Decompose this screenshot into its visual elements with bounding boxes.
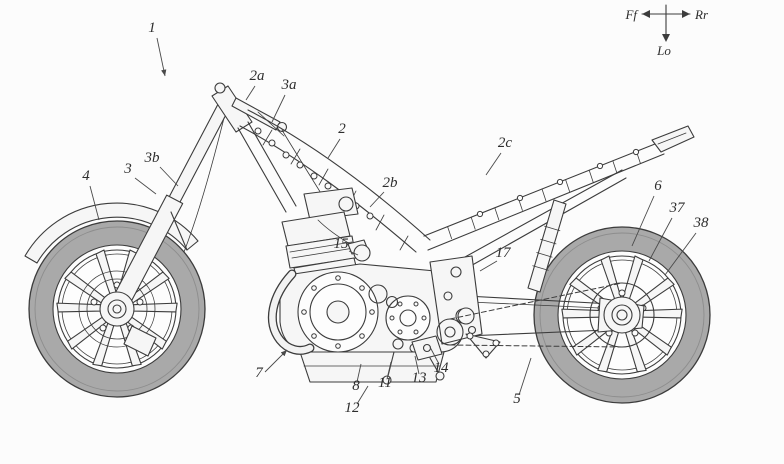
rear-shock bbox=[527, 199, 567, 293]
front-brake-caliper bbox=[123, 325, 157, 357]
handlebar-grip bbox=[276, 121, 288, 133]
main-frame bbox=[237, 109, 431, 253]
ref-label-2: 2 bbox=[338, 121, 346, 137]
ref-label-11: 11 bbox=[378, 375, 392, 391]
leader-line-4 bbox=[89, 185, 100, 221]
ref-label-8: 8 bbox=[352, 378, 360, 394]
ref-labels-layer: 1 2a 3a 2 2c 2b 3b 3 4 6 37 38 15 17 7 8 11 13 14 12 5 bbox=[82, 20, 709, 416]
leader-line-3 bbox=[134, 177, 157, 195]
ref-label-13: 13 bbox=[412, 370, 427, 386]
leader-line-3b bbox=[159, 166, 179, 187]
rear-subframe bbox=[423, 125, 695, 273]
footpeg-bracket bbox=[411, 335, 445, 381]
leader-line-13 bbox=[414, 355, 420, 375]
stator-cover bbox=[385, 295, 431, 341]
front-direction-label: Ff bbox=[624, 7, 639, 22]
ref-label-14: 14 bbox=[434, 360, 450, 376]
leader-line-17 bbox=[479, 260, 498, 272]
ref-label-15: 15 bbox=[334, 236, 350, 252]
leader-line-15 bbox=[348, 250, 359, 256]
direction-indicator: Ff Rr Lo bbox=[624, 4, 709, 58]
front-wheel-spokes bbox=[56, 249, 178, 367]
exhaust-pipe bbox=[267, 269, 315, 355]
suspension-linkage bbox=[465, 332, 501, 359]
leader-line-38 bbox=[664, 232, 697, 276]
ref-label-2c: 2c bbox=[498, 135, 513, 151]
front-fork-slider bbox=[99, 194, 188, 357]
clutch-cover bbox=[297, 271, 379, 353]
rear-arrow-icon bbox=[682, 10, 690, 18]
leader-line-2 bbox=[327, 138, 341, 159]
leader-line-8 bbox=[356, 363, 362, 383]
leader-line-3a bbox=[271, 94, 286, 123]
ref-label-37: 37 bbox=[669, 200, 687, 216]
lower-direction-label: Lo bbox=[656, 43, 671, 58]
ref-label-5: 5 bbox=[513, 391, 521, 407]
leader-line-37 bbox=[648, 217, 673, 262]
leader-line-11 bbox=[386, 361, 392, 380]
ref-label-38: 38 bbox=[693, 215, 710, 231]
front-arrow-icon bbox=[642, 10, 650, 18]
tail-bracket bbox=[651, 125, 695, 153]
ref-label-17: 17 bbox=[496, 245, 513, 261]
ref-label-2a: 2a bbox=[250, 68, 265, 84]
leader-line-1 bbox=[156, 37, 167, 77]
leader-line-5 bbox=[518, 357, 532, 396]
down-arrow-icon bbox=[662, 34, 670, 42]
oil-pan bbox=[299, 351, 445, 383]
ref-label-6: 6 bbox=[654, 178, 662, 194]
leader-line-6 bbox=[631, 195, 655, 247]
leader-line-7 bbox=[264, 349, 288, 373]
leader-line-12 bbox=[356, 385, 369, 405]
engine bbox=[279, 187, 465, 385]
ref-label-3a: 3a bbox=[281, 77, 297, 93]
ref-label-1: 1 bbox=[148, 20, 156, 36]
ref-label-4: 4 bbox=[82, 168, 90, 184]
ref-label-7: 7 bbox=[255, 365, 264, 381]
leader-line-2b bbox=[369, 191, 385, 208]
ref-label-12: 12 bbox=[345, 400, 361, 416]
leader-line-14 bbox=[429, 346, 440, 365]
ref-label-2b: 2b bbox=[383, 175, 399, 191]
leader-line-2c bbox=[485, 152, 502, 176]
drive-chain bbox=[436, 282, 623, 348]
ref-label-3: 3 bbox=[123, 161, 132, 177]
ref-label-3b: 3b bbox=[144, 150, 161, 166]
rear-direction-label: Rr bbox=[694, 7, 709, 22]
leader-line-2a bbox=[245, 85, 256, 101]
